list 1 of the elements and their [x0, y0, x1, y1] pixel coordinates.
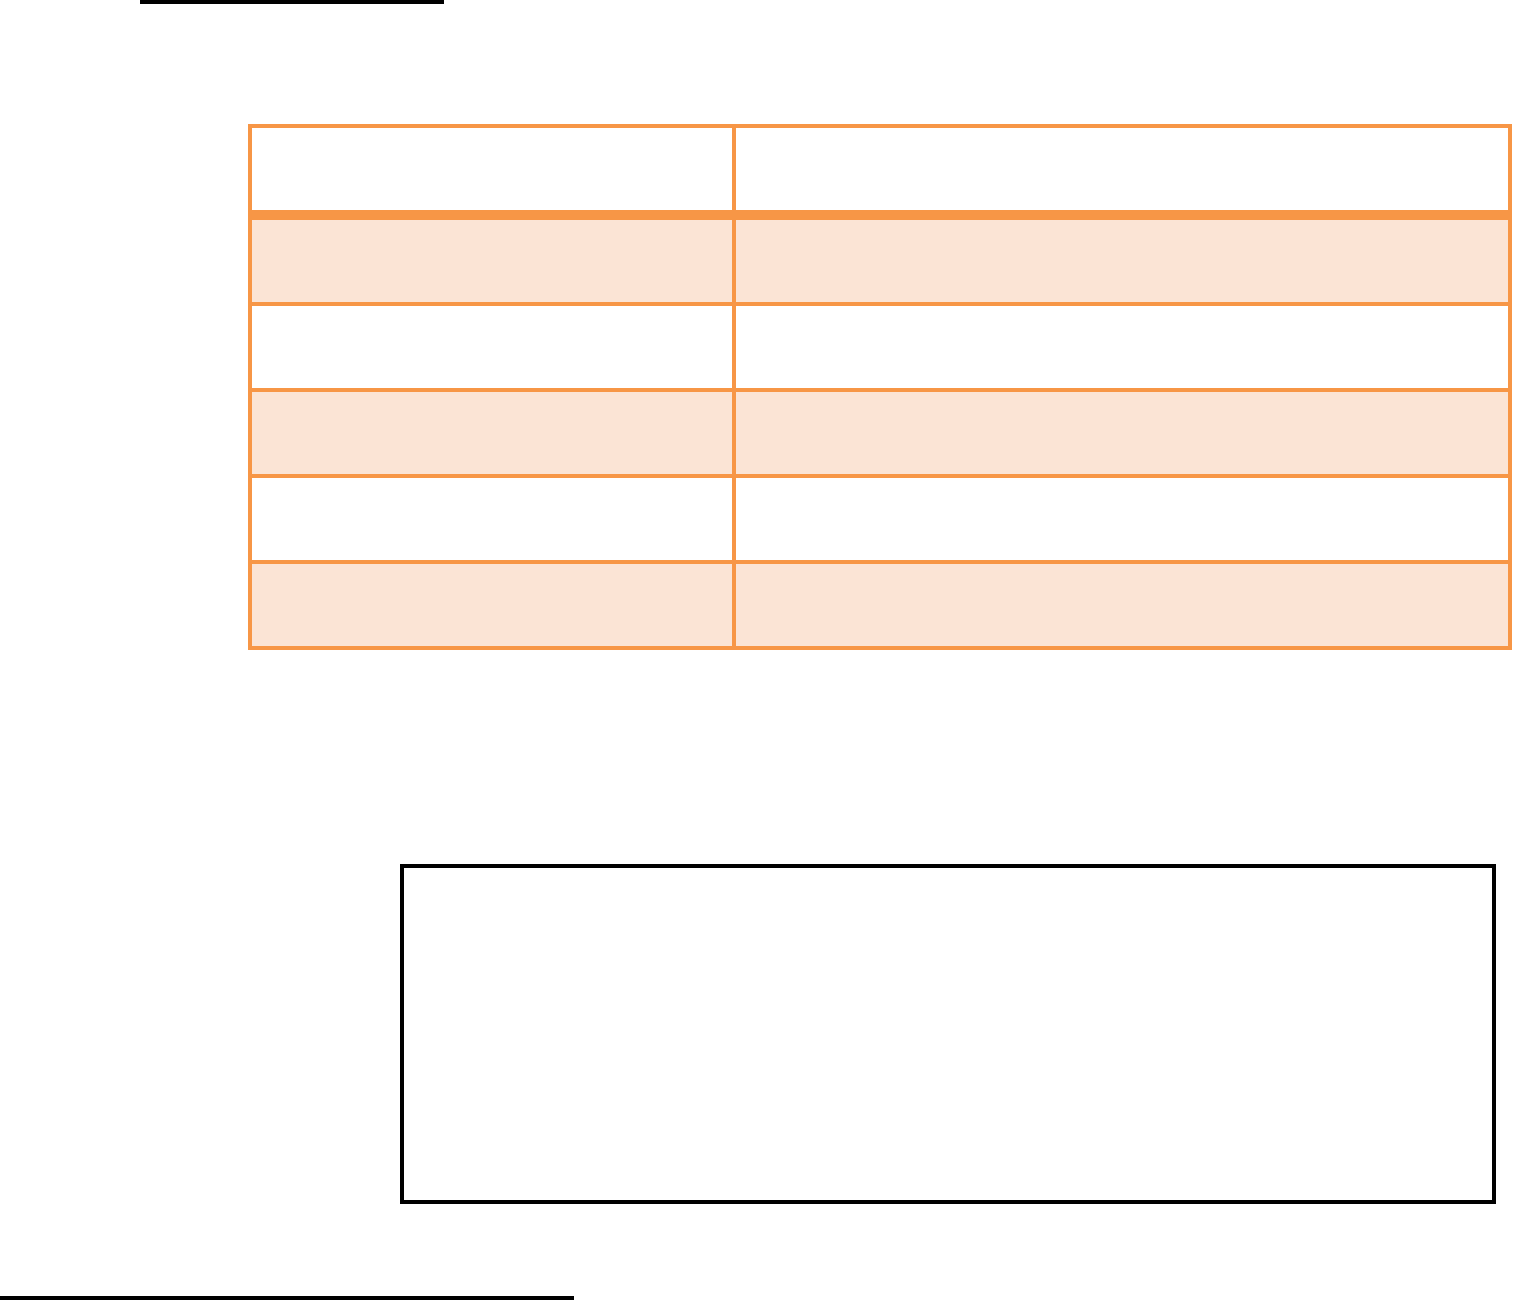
empty-box — [400, 864, 1496, 1204]
